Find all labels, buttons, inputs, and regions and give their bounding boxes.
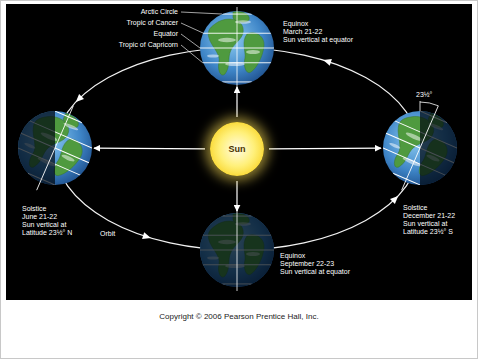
sun-ray-arrow — [94, 148, 205, 150]
orbit-arrowhead — [390, 196, 398, 204]
orbit-label: Orbit — [100, 230, 115, 238]
orbit-arrowhead — [76, 94, 84, 102]
date-text: June 21-22 — [22, 213, 86, 221]
tilt-angle-label: 23½° — [416, 91, 432, 99]
sun-circle: Sun — [210, 122, 264, 176]
latitude-line-label: Arctic Circle — [141, 8, 178, 16]
latitude-line-label: Tropic of Capricorn — [119, 41, 178, 49]
earth-globe: SolsticeJune 21-22Sun vertical at Latitu… — [18, 111, 92, 185]
sun-position-text: Sun vertical at Latitude 23½° N — [22, 221, 86, 237]
latitude-line-label: Tropic of Cancer — [127, 19, 178, 27]
earth-drawing — [197, 8, 277, 88]
earth-globe: EquinoxMarch 21-22Sun vertical at equato… — [200, 11, 274, 85]
season-heading: Solstice — [22, 205, 86, 213]
sun-label: Sun — [229, 144, 246, 154]
sun-position-text: Sun vertical at equator — [280, 268, 375, 276]
sun-ray-arrow — [269, 148, 381, 150]
earth-drawing — [380, 108, 460, 188]
space-background — [6, 4, 472, 300]
date-text: December 21-22 — [403, 212, 465, 220]
sun-ray-arrow — [236, 87, 237, 117]
date-text: September 22-23 — [280, 260, 375, 268]
date-text: March 21-22 — [283, 28, 378, 36]
earth-drawing — [15, 108, 95, 188]
earth-drawing — [197, 210, 277, 290]
sun-position-text: Sun vertical at equator — [283, 36, 378, 44]
earth-globe: EquinoxSeptember 22-23Sun vertical at eq… — [200, 213, 274, 287]
earth-globe: SolsticeDecember 21-22Sun vertical at La… — [383, 111, 457, 185]
copyright-caption: Copyright © 2006 Pearson Prentice Hall, … — [159, 312, 318, 321]
season-heading: Solstice — [403, 204, 465, 212]
latitude-line-label: Equator — [153, 30, 178, 38]
season-heading: Equinox — [283, 20, 378, 28]
sun-position-text: Sun vertical at Latitude 23½° S — [403, 220, 465, 236]
sun-ray-arrow — [236, 181, 237, 211]
orbit-arrowhead — [142, 232, 151, 239]
orbit-arrowhead — [323, 59, 332, 66]
season-heading: Equinox — [280, 252, 375, 260]
tilt-angle-marker — [420, 101, 438, 111]
